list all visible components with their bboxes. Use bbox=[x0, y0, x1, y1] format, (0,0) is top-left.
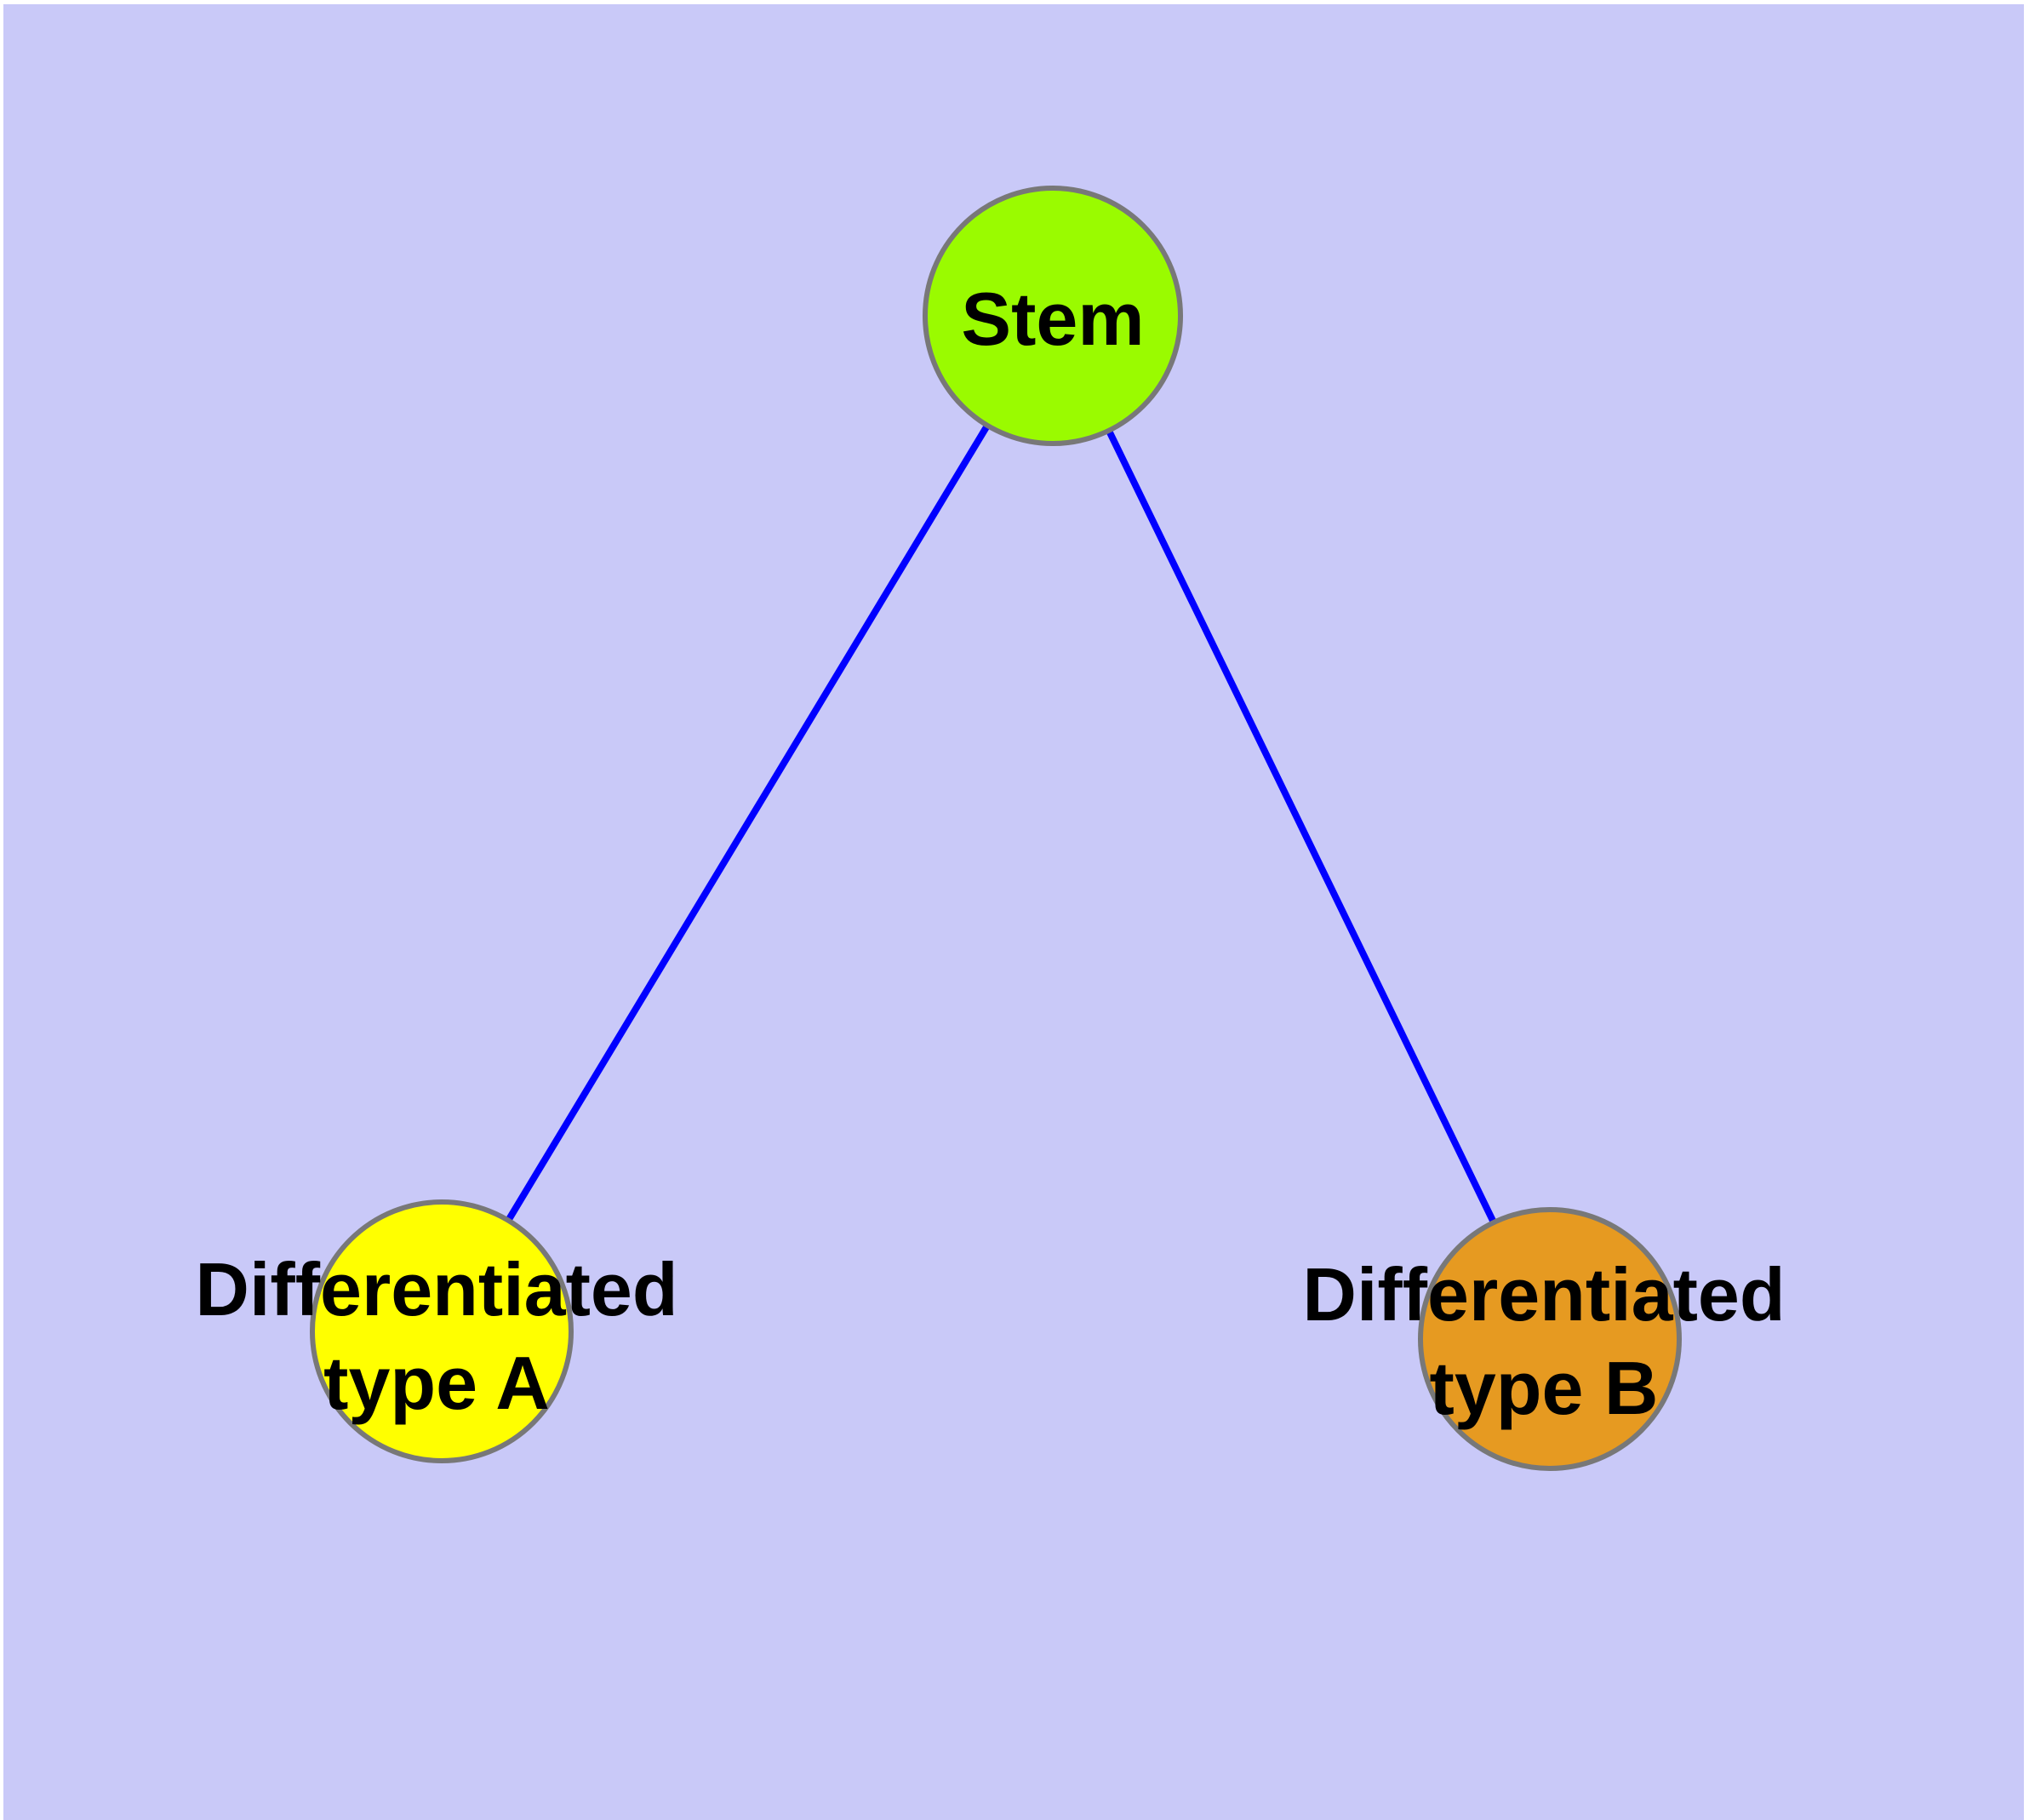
edge-stem-to-type-b bbox=[1106, 429, 1497, 1224]
differentiated-type-b-node-label: Differentiated type B bbox=[1302, 1248, 1785, 1435]
type-a-label-line-2: type A bbox=[323, 1341, 550, 1425]
stem-node-circle bbox=[923, 186, 1183, 446]
type-b-label-line-2: type B bbox=[1429, 1346, 1659, 1430]
differentiated-type-a-node-circle bbox=[310, 1199, 574, 1463]
type-b-label-line-1: Differentiated bbox=[1302, 1252, 1786, 1336]
stem-node-label: Stem bbox=[961, 277, 1145, 361]
differentiated-type-b-node-circle bbox=[1418, 1207, 1682, 1471]
differentiated-type-a-node-label: Differentiated type A bbox=[195, 1243, 677, 1430]
edge-stem-to-type-a bbox=[505, 423, 991, 1223]
type-a-label-line-1: Differentiated bbox=[195, 1247, 678, 1331]
